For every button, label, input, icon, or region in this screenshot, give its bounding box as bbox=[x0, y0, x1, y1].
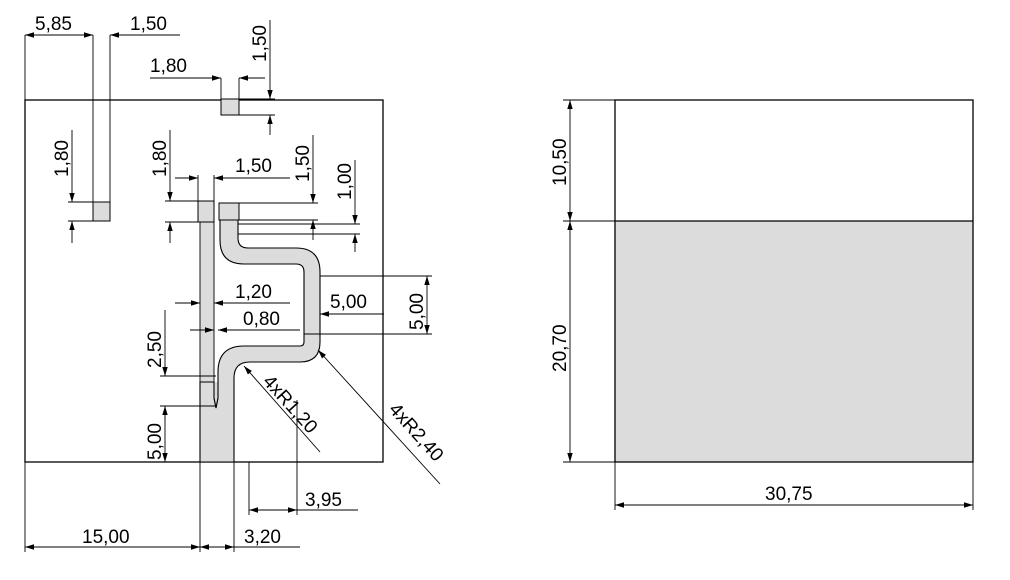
dim-jog-height: 5,00 bbox=[407, 293, 428, 330]
dim-bottom-height: 5,00 bbox=[145, 423, 166, 460]
dim-gap-width: 0,80 bbox=[243, 309, 280, 330]
right-board-outline bbox=[614, 99, 974, 463]
left-pad-square bbox=[92, 201, 111, 222]
right-view: 10,50 20,70 30,75 bbox=[550, 99, 974, 510]
feed-tab-left bbox=[197, 200, 215, 223]
dim-bend-inner-radius: 4xR1,20 bbox=[258, 371, 321, 438]
left-view: 5,85 1,50 1,80 1,50 1,80 1,80 1,50 bbox=[24, 14, 447, 552]
dim-board-bottom-height: 20,70 bbox=[550, 324, 571, 372]
dim-top-square-width: 1,80 bbox=[150, 56, 187, 77]
dim-board-top-height: 10,50 bbox=[550, 138, 571, 186]
dim-top-square-height: 1,50 bbox=[250, 25, 271, 62]
dim-feed-gap: 1,00 bbox=[335, 163, 356, 200]
dim-board-width: 30,75 bbox=[765, 484, 813, 505]
dim-taper-height: 2,50 bbox=[145, 331, 166, 368]
feed-tab-right bbox=[218, 202, 240, 221]
right-board-grey-region bbox=[615, 221, 973, 462]
dim-slot-offset: 3,95 bbox=[305, 490, 342, 511]
dim-feed-tab-height: 1,50 bbox=[293, 145, 314, 182]
dim-left-square-height: 1,80 bbox=[52, 140, 73, 177]
top-pad-square bbox=[220, 98, 240, 116]
dim-jog-width: 5,00 bbox=[330, 292, 367, 313]
dim-left-offset-top: 5,85 bbox=[35, 14, 72, 35]
dim-strip-width: 1,20 bbox=[235, 282, 272, 303]
dim-feed-offset: 3,20 bbox=[244, 527, 281, 548]
dim-feed-tab-width: 1,50 bbox=[235, 156, 272, 177]
dim-left-width: 15,00 bbox=[82, 527, 130, 548]
dim-left-square-width: 1,50 bbox=[130, 14, 167, 35]
dim-feed-square-height: 1,80 bbox=[150, 140, 171, 177]
